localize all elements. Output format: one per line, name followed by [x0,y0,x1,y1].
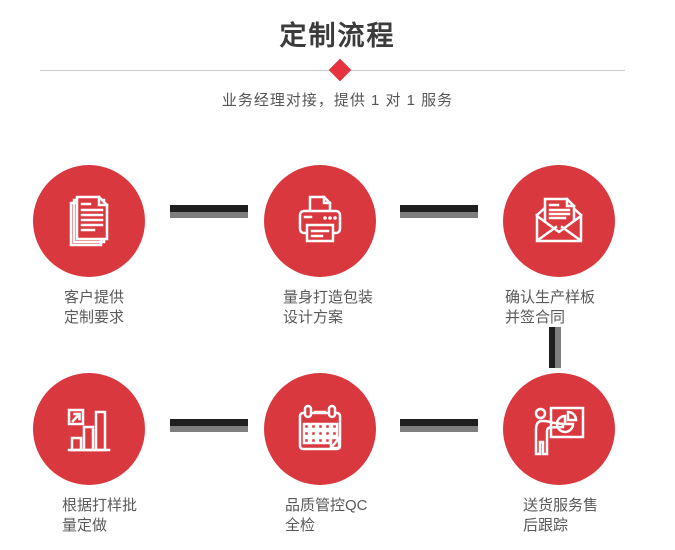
step-label: 送货服务售 后跟踪 [523,496,663,536]
connector-dark-bar [400,205,478,212]
step-label: 量身打造包装 设计方案 [283,288,424,328]
step-quality-control: 品质管控QC 全检 [264,373,424,536]
page-subtitle: 业务经理对接，提供 1 对 1 服务 [221,92,454,109]
step-customer-requirements: 客户提供 定制要求 [33,165,193,328]
step-delivery-aftersales: 送货服务售 后跟踪 [503,373,663,536]
step-label-line1: 送货服务售 [523,497,599,514]
step-packaging-design: 量身打造包装 设计方案 [264,165,424,328]
connector-gray-bar [170,426,248,432]
connector-dark-bar [170,419,248,426]
presentation-pie-chart-icon [534,406,585,456]
step-label-line1: 客户提供 [64,289,125,306]
step-circle [33,165,145,277]
connector-dark-bar [549,327,555,368]
connector-dark-bar [170,205,248,212]
connector-step2-step3 [400,205,478,218]
step-label-line2: 并签合同 [505,309,566,326]
step-label: 品质管控QC 全检 [285,496,424,536]
connector-step4-step5 [170,419,248,432]
connector-step1-step2 [170,205,248,218]
step-confirm-sample: 确认生产样板 并签合同 [503,165,663,328]
step-label-line1: 根据打样批 [62,497,138,514]
connector-gray-bar [400,212,478,218]
step-circle [264,165,376,277]
growth-bar-chart-icon [67,408,111,452]
documents-stack-icon [69,195,109,247]
connector-dark-bar [400,419,478,426]
step-circle [503,165,615,277]
step-label-line2: 设计方案 [283,309,344,326]
connector-step5-step6 [400,419,478,432]
connector-step3-step6 [549,327,561,368]
step-label-line2: 定制要求 [64,309,125,326]
step-label-line2: 后跟踪 [523,517,569,534]
step-circle [503,373,615,485]
step-label-line1: 确认生产样板 [505,289,596,306]
page-title: 定制流程 [279,21,396,51]
connector-gray-bar [170,212,248,218]
step-label-line1: 品质管控QC [285,497,368,514]
step-batch-production: 根据打样批 量定做 [33,373,193,536]
step-label-line2: 全检 [285,517,316,534]
step-label-line1: 量身打造包装 [283,289,374,306]
step-label: 客户提供 定制要求 [64,288,193,328]
step-label-line2: 量定做 [62,517,108,534]
step-circle [33,373,145,485]
calendar-icon [298,404,342,451]
connector-gray-bar [555,327,561,368]
step-label: 根据打样批 量定做 [62,496,193,536]
diamond-icon [328,58,352,82]
printer-icon [298,195,342,243]
connector-gray-bar [400,426,478,432]
open-envelope-letter-icon [535,197,583,243]
step-circle [264,373,376,485]
step-label: 确认生产样板 并签合同 [505,288,663,328]
